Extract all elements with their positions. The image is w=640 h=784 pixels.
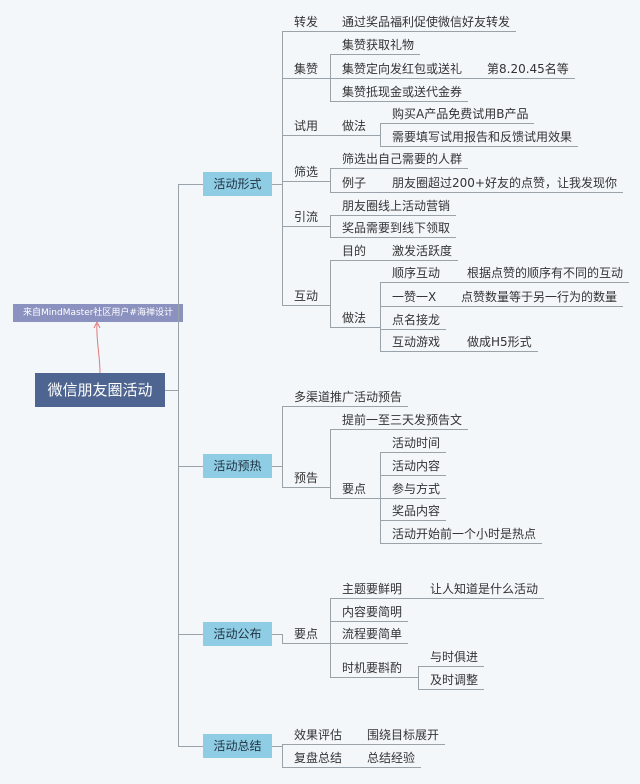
root-topic[interactable]: 微信朋友圈活动 — [35, 373, 165, 407]
subtopic[interactable]: 效果评估 — [282, 725, 355, 745]
connector-line — [178, 746, 203, 747]
subtopic[interactable]: 主题要鲜明 — [330, 579, 418, 599]
subtopic[interactable]: 活动开始前一个小时是热点 — [380, 524, 543, 544]
subtopic[interactable]: 多渠道推广活动预告 — [282, 387, 409, 407]
arrow-head-icon — [93, 320, 101, 329]
subtopic[interactable]: 做法 — [330, 308, 380, 328]
subtopic[interactable]: 集赞获取礼物 — [330, 35, 421, 55]
subtopic[interactable]: 让人知道是什么活动 — [418, 579, 545, 599]
subtopic[interactable]: 朋友圈线上活动营销 — [330, 196, 457, 216]
connector-line — [330, 55, 331, 102]
subtopic[interactable]: 集赞定向发红包或送礼 — [330, 59, 475, 79]
connector-line — [272, 466, 282, 467]
subtopic[interactable]: 例子 — [330, 173, 380, 193]
subtopic[interactable]: 一赞一X — [380, 287, 449, 307]
connector-line — [330, 430, 331, 499]
subtopic[interactable]: 互动 — [282, 286, 330, 306]
subtopic[interactable]: 购买A产品免费试用B产品 — [380, 104, 535, 124]
connector-line — [330, 216, 331, 238]
callout-arrow-line — [96, 323, 101, 374]
subtopic[interactable]: 点名接龙 — [380, 310, 447, 330]
branch-topic[interactable]: 活动总结 — [203, 734, 272, 758]
subtopic[interactable]: 总结经验 — [355, 748, 422, 768]
connector-line — [282, 634, 283, 644]
connector-line — [330, 261, 331, 328]
connector-line — [330, 599, 331, 678]
subtopic[interactable]: 参与方式 — [380, 479, 447, 499]
subtopic[interactable]: 顺序互动 — [380, 263, 455, 283]
subtopic[interactable]: 做法 — [330, 116, 380, 136]
connector-line — [178, 634, 203, 635]
subtopic[interactable]: 通过奖品福利促使微信好友转发 — [330, 12, 517, 32]
subtopic[interactable]: 点赞数量等于另一行为的数量 — [449, 287, 624, 307]
subtopic[interactable]: 需要填写试用报告和反馈试用效果 — [380, 127, 579, 147]
subtopic[interactable]: 朋友圈超过200+好友的点赞，让我发现你 — [380, 173, 623, 193]
subtopic[interactable]: 及时调整 — [418, 670, 485, 690]
subtopic[interactable]: 活动内容 — [380, 456, 447, 476]
connector-line — [178, 184, 203, 185]
subtopic[interactable]: 要点 — [330, 479, 380, 499]
connector-line — [178, 466, 203, 467]
subtopic[interactable]: 流程要简单 — [330, 624, 409, 644]
connector-line — [282, 32, 283, 306]
subtopic[interactable]: 引流 — [282, 207, 330, 227]
subtopic[interactable]: 时机要斟酌 — [330, 658, 418, 678]
subtopic[interactable]: 复盘总结 — [282, 748, 355, 768]
connector-line — [178, 184, 179, 746]
branch-topic[interactable]: 活动预热 — [203, 454, 272, 478]
subtopic[interactable]: 奖品内容 — [380, 501, 447, 521]
connector-line — [380, 453, 381, 544]
connector-line — [165, 390, 178, 391]
subtopic[interactable]: 互动游戏 — [380, 332, 455, 352]
connector-line — [272, 746, 282, 747]
subtopic[interactable]: 筛选 — [282, 162, 330, 182]
subtopic[interactable]: 第8.20.45名等 — [475, 59, 575, 79]
connector-line — [282, 407, 283, 488]
subtopic[interactable]: 与时俱进 — [418, 647, 485, 667]
connector-line — [380, 283, 381, 352]
subtopic[interactable]: 集赞抵现金或送代金券 — [330, 82, 469, 102]
branch-topic[interactable]: 活动公布 — [203, 622, 272, 646]
subtopic[interactable]: 目的 — [330, 241, 380, 261]
connector-line — [272, 634, 282, 635]
subtopic[interactable]: 活动时间 — [380, 433, 447, 453]
subtopic[interactable]: 根据点赞的顺序有不同的互动 — [455, 263, 630, 283]
subtopic[interactable]: 试用 — [282, 116, 330, 136]
connector-line — [418, 667, 419, 690]
subtopic[interactable]: 预告 — [282, 468, 330, 488]
subtopic[interactable]: 要点 — [282, 624, 330, 644]
subtopic[interactable]: 筛选出自己需要的人群 — [330, 149, 469, 169]
subtopic[interactable]: 奖品需要到线下领取 — [330, 218, 457, 238]
subtopic[interactable]: 提前一至三天发预告文 — [330, 410, 469, 430]
callout-note[interactable]: 来自MindMaster社区用户#海禅设计 — [13, 304, 183, 322]
branch-topic[interactable]: 活动形式 — [203, 172, 272, 196]
connector-line — [282, 745, 283, 768]
subtopic[interactable]: 内容要简明 — [330, 602, 409, 622]
subtopic[interactable]: 转发 — [282, 12, 330, 32]
subtopic[interactable]: 激发活跃度 — [380, 241, 459, 261]
subtopic[interactable]: 围绕目标展开 — [355, 725, 446, 745]
connector-line — [380, 124, 381, 147]
subtopic[interactable]: 集赞 — [282, 59, 330, 79]
connector-line — [272, 184, 282, 185]
subtopic[interactable]: 做成H5形式 — [455, 332, 538, 352]
connector-line — [330, 169, 331, 193]
